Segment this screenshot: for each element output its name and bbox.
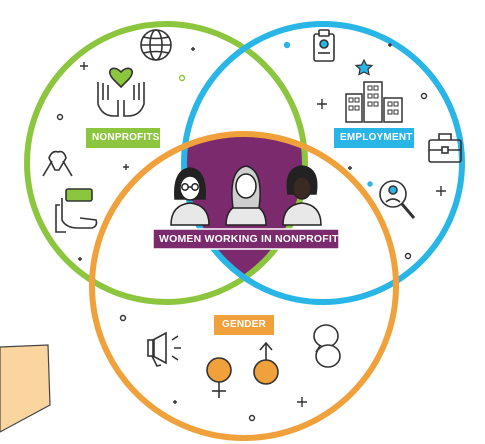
woman-glasses-icon [170, 167, 210, 226]
gender-label-bg [214, 315, 274, 335]
female-symbol-icon [206, 357, 232, 398]
center-label: WOMEN WORKING IN NONPROFITS [159, 233, 346, 245]
hands-heart-icon [97, 67, 145, 117]
sparkle-decorations [56, 41, 446, 422]
globe-icon [140, 29, 172, 61]
gender-circle [89, 131, 399, 441]
center-label-bg [152, 228, 340, 250]
speech-pointer [0, 344, 51, 433]
woman-curly-hair-icon [282, 165, 322, 226]
ribbon-icon [42, 150, 73, 177]
megaphone-icon [147, 331, 181, 367]
woman-long-hair-icon [225, 165, 267, 226]
star-icon [354, 58, 374, 76]
gender-label: GENDER [222, 319, 266, 330]
magnifier-person-icon [379, 180, 416, 219]
donation-hand-icon [55, 188, 98, 233]
employment-circle [181, 21, 465, 305]
nonprofits-label: NONPROFITS [92, 132, 160, 143]
office-building-icon [345, 81, 403, 123]
employment-label-bg [334, 128, 414, 148]
briefcase-icon [428, 133, 462, 163]
clipboard-icon [313, 29, 335, 62]
chat-bubbles-icon [313, 324, 341, 368]
nonprofits-label-bg [86, 128, 160, 148]
employment-label: EMPLOYMENT [340, 132, 413, 143]
nonprofits-circle [24, 21, 308, 305]
male-symbol-icon [253, 341, 279, 385]
